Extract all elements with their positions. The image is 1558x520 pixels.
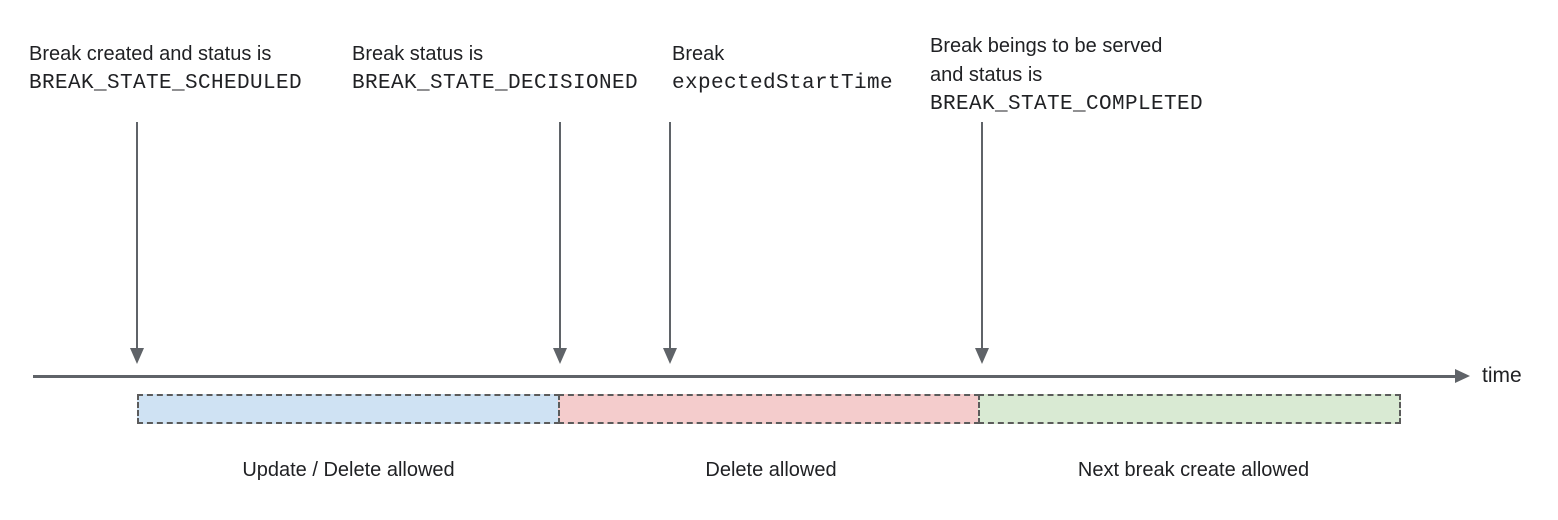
annotation-break-decisioned: Break status is BREAK_STATE_DECISIONED xyxy=(352,40,638,98)
annotation-break-scheduled: Break created and status is BREAK_STATE_… xyxy=(29,40,302,98)
time-axis-arrowhead-icon xyxy=(1455,369,1470,383)
annotation-text: Break status is xyxy=(352,43,484,65)
annotation-text: and status is xyxy=(930,64,1043,86)
arrow-shaft xyxy=(669,122,671,349)
annotation-code: BREAK_STATE_DECISIONED xyxy=(352,72,639,95)
time-axis-label: time xyxy=(1482,364,1522,387)
segment-label-next-break-create: Next break create allowed xyxy=(1077,459,1310,481)
annotation-code: BREAK_STATE_SCHEDULED xyxy=(29,72,303,95)
arrow-head-icon xyxy=(663,348,677,364)
segment-label-delete: Delete allowed xyxy=(705,459,837,481)
arrow-head-icon xyxy=(975,348,989,364)
segment-delete-allowed xyxy=(558,394,980,424)
segment-next-break-create-allowed xyxy=(978,394,1401,424)
annotation-expected-start-time: Break expectedStartTime xyxy=(672,40,893,98)
time-axis-line xyxy=(33,375,1457,378)
annotation-code: BREAK_STATE_COMPLETED xyxy=(930,93,1204,116)
arrow-shaft xyxy=(136,122,138,349)
arrow-head-icon xyxy=(553,348,567,364)
arrow-shaft xyxy=(981,122,983,349)
segment-update-delete-allowed xyxy=(137,394,560,424)
lifecycle-period-bars xyxy=(137,394,1401,424)
arrow-shaft xyxy=(559,122,561,349)
annotation-code: expectedStartTime xyxy=(672,72,894,95)
annotation-text: Break beings to be served xyxy=(930,35,1163,57)
annotation-text: Break created and status is xyxy=(29,43,272,65)
annotation-break-completed: Break beings to be served and status is … xyxy=(930,32,1203,119)
arrow-head-icon xyxy=(130,348,144,364)
annotation-text: Break xyxy=(672,43,725,65)
segment-label-update-delete: Update / Delete allowed xyxy=(242,459,455,481)
